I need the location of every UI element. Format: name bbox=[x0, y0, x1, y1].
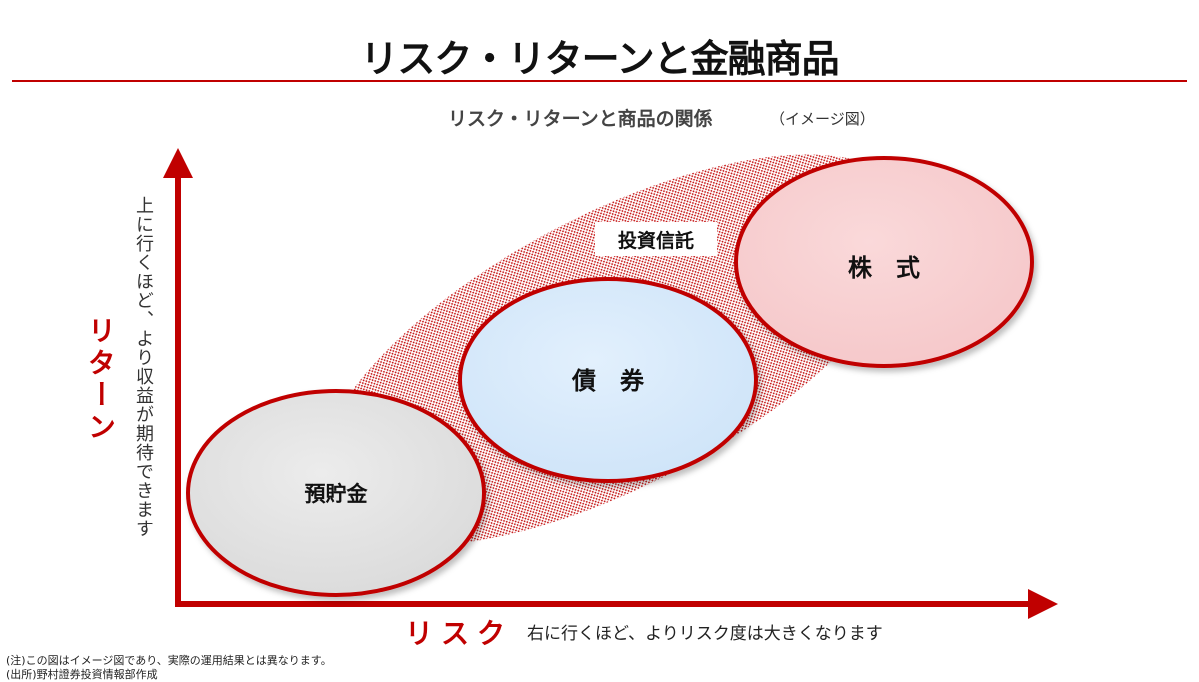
stock-ellipse bbox=[734, 156, 1034, 368]
x-axis-arrowhead bbox=[1028, 589, 1058, 619]
title-divider bbox=[12, 80, 1187, 82]
y-axis-label: リターン bbox=[84, 316, 117, 444]
stock-label: 株 式 bbox=[848, 254, 920, 282]
bond-ellipse bbox=[458, 277, 758, 483]
footnote-source: (出所)野村證券投資情報部作成 bbox=[6, 668, 158, 681]
footnote-disclaimer: (注)この図はイメージ図であり、実際の運用結果とは異なります。 bbox=[6, 654, 332, 667]
diagram-subtitle: リスク・リターンと商品の関係 bbox=[448, 108, 713, 130]
investment-trust-label-box bbox=[595, 222, 717, 256]
x-axis-note: 右に行くほど、よりリスク度は大きくなります bbox=[527, 624, 883, 644]
page-title: リスク・リターンと金融商品 bbox=[360, 37, 839, 81]
y-axis-arrowhead bbox=[163, 148, 193, 178]
y-axis-note: 上に行くほど、より収益が期待できます bbox=[133, 196, 154, 538]
deposit-ellipse bbox=[186, 389, 486, 597]
investment-trust-label: 投資信託 bbox=[618, 229, 694, 252]
bond-label: 債 券 bbox=[571, 367, 645, 395]
diagram-subtitle-note: （イメージ図） bbox=[770, 110, 875, 128]
deposit-label: 預貯金 bbox=[305, 482, 369, 506]
x-axis-label: リスク bbox=[405, 617, 514, 650]
